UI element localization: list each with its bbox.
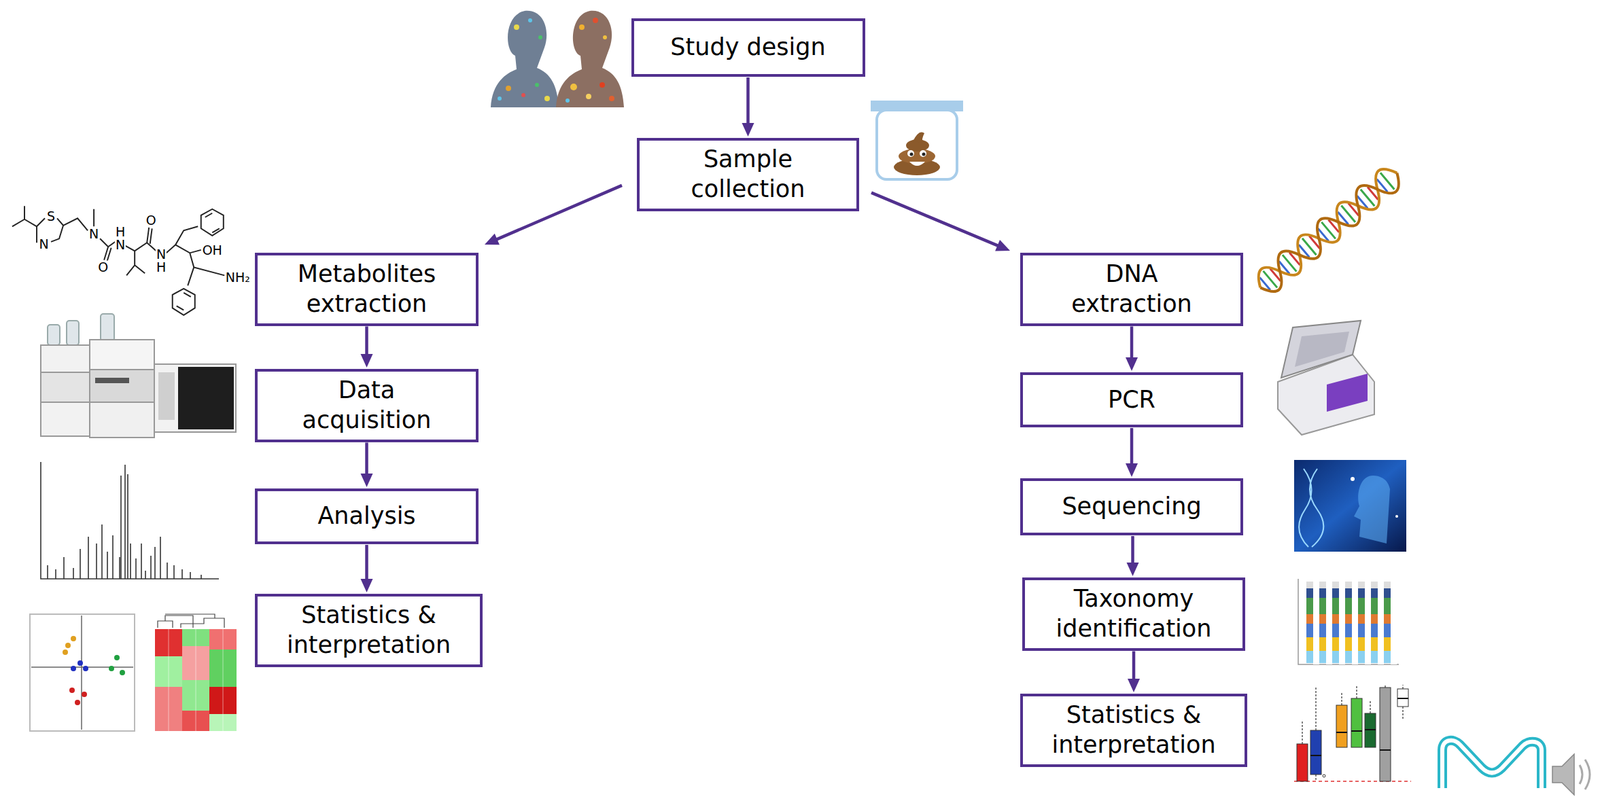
connector-line: [1132, 651, 1136, 682]
connector-line: [364, 545, 369, 581]
connector-arrow: [742, 77, 755, 137]
box-plot: [1294, 685, 1412, 782]
arrowhead: [1125, 463, 1138, 478]
box-label: Metabolites extraction: [277, 259, 457, 320]
arrowhead: [1126, 562, 1140, 577]
process-box: Taxonomy identification: [1022, 577, 1246, 652]
atom-label: NH₂: [224, 271, 251, 285]
box-label: Study design: [646, 32, 851, 63]
atom-label: N: [155, 247, 167, 261]
connector-arrow: [484, 185, 622, 245]
box-label: DNA extraction: [1042, 259, 1221, 320]
sample-jar: [870, 100, 964, 180]
pca-plot: [29, 614, 135, 732]
arrowhead: [360, 579, 374, 593]
connector-arrow: [1125, 428, 1138, 478]
atom-label: O: [145, 214, 158, 228]
atom-label: N: [88, 227, 100, 240]
box-label: Sample collection: [659, 144, 838, 205]
arrowhead: [995, 239, 1011, 252]
pcr-machine: [1277, 320, 1375, 436]
box-label: Taxonomy identification: [1044, 584, 1223, 645]
process-box: Analysis: [254, 488, 479, 545]
box-label: Sequencing: [1042, 492, 1221, 523]
chemical-structure: [2, 108, 225, 320]
connector-arrow: [1126, 536, 1140, 577]
connector-arrow: [1125, 326, 1138, 372]
process-box: Study design: [631, 18, 866, 77]
process-box: Metabolites extraction: [254, 252, 479, 327]
atom-label: S: [46, 210, 56, 223]
atom-label: H: [155, 261, 167, 274]
process-box: Sequencing: [1020, 478, 1244, 536]
connector-line: [1131, 536, 1135, 565]
connector-arrow: [871, 193, 1011, 252]
box-label: Statistics & interpretation: [1044, 700, 1223, 761]
mass-spectrum: [40, 462, 219, 580]
connector-arrow: [1127, 651, 1140, 694]
process-box: DNA extraction: [1020, 252, 1244, 327]
arrowhead: [360, 354, 374, 368]
atom-label: OH: [201, 243, 223, 257]
atom-label: O: [97, 261, 109, 274]
connector-arrow: [360, 545, 374, 593]
stacked-bar-chart: [1298, 579, 1399, 665]
box-label: PCR: [1042, 385, 1221, 416]
box-label: Statistics & interpretation: [280, 600, 459, 661]
atom-label: N: [38, 237, 49, 251]
process-box: Statistics & interpretation: [254, 594, 483, 668]
speaker-icon: [1552, 754, 1590, 796]
dna-helix: [1251, 162, 1406, 298]
connector-line: [746, 77, 750, 125]
box-label: Data acquisition: [277, 375, 457, 436]
process-box: PCR: [1020, 372, 1244, 428]
connector-line: [1130, 428, 1134, 465]
process-box: Sample collection: [636, 137, 860, 212]
connector-line: [364, 326, 369, 357]
box-label: Analysis: [277, 501, 457, 532]
connector-arrow: [360, 326, 374, 369]
atom-label: N: [114, 238, 126, 252]
arrowhead: [484, 233, 500, 246]
logo: [1442, 740, 1542, 789]
connector-line: [496, 185, 622, 240]
arrowhead: [1125, 357, 1138, 372]
hplc-instrument: [40, 314, 236, 438]
arrowhead: [1127, 679, 1140, 693]
atom-label: H: [114, 224, 126, 238]
arrowhead: [742, 123, 755, 137]
arrowhead: [360, 473, 374, 488]
sequencing-image: [1294, 460, 1407, 552]
process-box: Statistics & interpretation: [1020, 693, 1248, 768]
heatmap: [154, 614, 237, 732]
human-figures: [490, 10, 624, 108]
connector-arrow: [360, 443, 374, 489]
connector-line: [364, 443, 369, 476]
connector-line: [871, 193, 999, 247]
process-box: Data acquisition: [254, 369, 479, 443]
connector-line: [1130, 326, 1134, 360]
